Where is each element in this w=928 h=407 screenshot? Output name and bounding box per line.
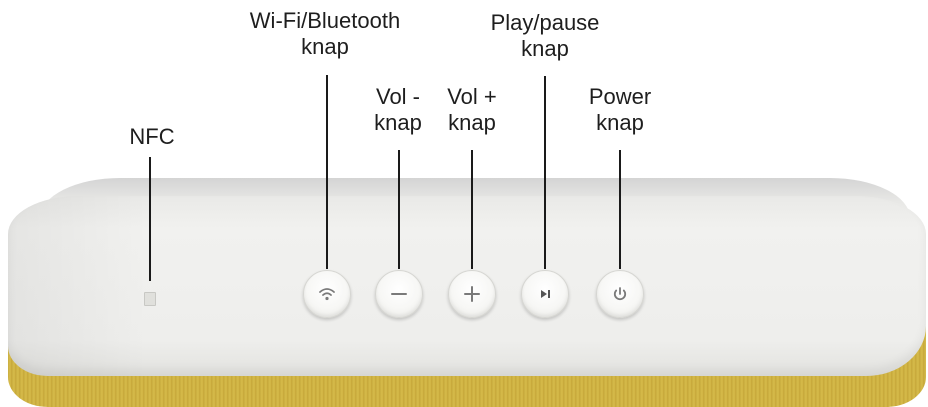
power-label-line2: knap [596,110,644,135]
vol-plus-label: Vol + knap [432,84,512,136]
play-pause-pointer-line [544,76,546,269]
wifi-bluetooth-label-line1: Wi-Fi/Bluetooth [249,8,401,33]
wifi-bluetooth-label-line2: knap [301,34,349,59]
vol-minus-pointer-line [398,150,400,269]
power-button[interactable] [596,270,644,318]
wifi-icon [319,288,335,301]
vol-minus-label-line1: Vol - [375,84,421,109]
plus-icon [464,286,480,302]
speaker-face-shade [8,196,148,376]
play-pause-label-line1: Play/pause [490,10,600,35]
wifi-bluetooth-label: Wi-Fi/Bluetooth knap [220,8,430,60]
vol-plus-label-line2: knap [448,110,496,135]
wifi-bluetooth-pointer-line [326,75,328,269]
play-pause-icon [541,290,550,298]
play-pause-label: Play/pause knap [475,10,615,62]
nfc-label-text: NFC [129,124,175,149]
power-pointer-line [619,150,621,269]
vol-minus-button[interactable] [375,270,423,318]
vol-minus-label-line2: knap [374,110,422,135]
vol-plus-label-line1: Vol + [447,84,497,109]
vol-plus-pointer-line [471,150,473,269]
vol-plus-button[interactable] [448,270,496,318]
power-label-line1: Power [588,84,652,109]
play-pause-label-line2: knap [521,36,569,61]
nfc-label: NFC [112,124,192,150]
vol-minus-label: Vol - knap [358,84,438,136]
nfc-pointer-line [149,157,151,281]
play-pause-button[interactable] [521,270,569,318]
wifi-bluetooth-button[interactable] [303,270,351,318]
power-icon [613,287,627,301]
nfc-mark [144,292,156,306]
power-label: Power knap [575,84,665,136]
minus-icon [391,293,407,295]
